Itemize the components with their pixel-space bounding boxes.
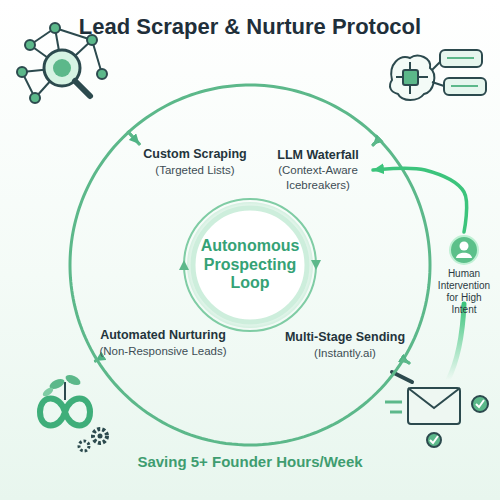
nurturing-icon xyxy=(40,399,90,426)
llm-icon xyxy=(396,76,403,78)
hub-loop-ring xyxy=(311,260,321,270)
diagram-caption: Saving 5+ Founder Hours/Week xyxy=(0,453,500,470)
stage-label: Multi-Stage Sending(Instantly.ai) xyxy=(281,327,409,363)
hub-loop-ring xyxy=(179,199,321,331)
hub-loop-ring xyxy=(184,199,316,331)
node-heading: Automated Nurturing xyxy=(99,328,226,344)
intervention-note: Human Intervention for High Intent xyxy=(432,232,496,319)
sending-icon xyxy=(472,396,488,412)
llm-icon xyxy=(418,76,428,78)
hub-outline xyxy=(193,208,307,322)
llm-icon xyxy=(447,57,474,59)
node-subtext: (Non-Responsive Leads) xyxy=(99,344,226,358)
sending-icon xyxy=(385,372,488,447)
node-subtext: (Context-Aware Icebreakers) xyxy=(267,163,369,192)
person-icon xyxy=(460,242,469,251)
node-heading: Multi-Stage Sending xyxy=(285,330,405,346)
llm-icon xyxy=(432,82,444,86)
scraping-icon xyxy=(30,93,40,103)
stage-label: Automated Nurturing(Non-Responsive Leads… xyxy=(95,325,230,361)
llm-icon xyxy=(409,85,411,94)
llm-icon xyxy=(409,62,411,70)
person-icon xyxy=(449,235,479,265)
node-heading: Custom Scraping xyxy=(143,147,247,163)
nurturing-icon xyxy=(41,386,54,398)
stage-label: LLM Waterfall(Context-Aware Icebreakers) xyxy=(263,145,373,195)
llm-icon xyxy=(432,62,440,70)
loop-arrow xyxy=(95,359,409,445)
loop-arrow xyxy=(128,85,378,145)
nurturing-icon xyxy=(98,434,103,439)
node-subtext: (Targeted Lists) xyxy=(143,163,247,177)
loop-arrow xyxy=(70,132,139,361)
nurturing-icon xyxy=(64,373,82,387)
llm-icon xyxy=(390,56,434,100)
sending-icon xyxy=(408,388,460,424)
nurturing-icon xyxy=(64,382,66,400)
node-heading: Autonomous Prospecting Loop xyxy=(200,237,300,292)
scraping-icon xyxy=(50,23,60,33)
sending-icon xyxy=(385,401,402,404)
llm-icon xyxy=(444,78,486,95)
person-icon xyxy=(450,236,478,264)
scraping-icon xyxy=(75,81,90,96)
person-icon xyxy=(456,253,472,258)
nurturing-icon xyxy=(79,441,89,451)
sending-icon xyxy=(390,411,402,414)
nurturing-icon xyxy=(40,373,107,451)
node-subtext: (Instantly.ai) xyxy=(285,346,405,360)
node-heading: LLM Waterfall xyxy=(267,148,369,164)
loop-arrow xyxy=(373,139,430,363)
llm-icon xyxy=(440,50,482,67)
nurturing-icon xyxy=(93,429,107,443)
sending-icon xyxy=(430,436,438,443)
hub-circle: Autonomous Prospecting Loop xyxy=(190,205,310,325)
scraping-icon xyxy=(53,59,71,77)
llm-icon xyxy=(403,70,418,85)
llm-icon xyxy=(390,50,486,100)
scraping-icon xyxy=(17,67,27,77)
intent-arrow-tail xyxy=(448,304,464,380)
hub-loop-ring xyxy=(187,202,313,328)
node-heading: Human Intervention for High Intent xyxy=(436,268,492,316)
scraping-icon xyxy=(97,69,107,79)
intent-arrow xyxy=(373,168,467,232)
sending-icon xyxy=(476,400,484,407)
diagram-title: Lead Scraper & Nurture Protocol xyxy=(0,14,500,40)
scraping-icon xyxy=(25,40,35,50)
hub-loop-ring xyxy=(179,260,189,270)
sending-icon xyxy=(427,433,441,447)
llm-icon xyxy=(451,85,478,87)
stage-label: Custom Scraping(Targeted Lists) xyxy=(139,144,251,180)
sending-icon xyxy=(408,388,460,408)
